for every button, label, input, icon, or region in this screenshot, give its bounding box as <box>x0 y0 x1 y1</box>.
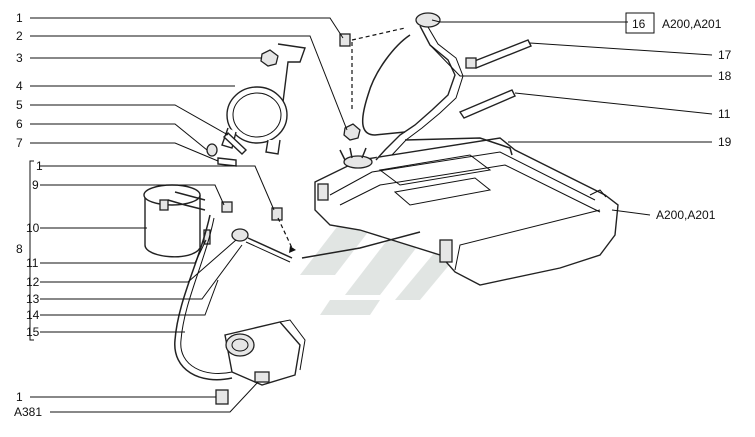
cable-tie-11 <box>458 89 516 119</box>
code-a381: A381 <box>14 405 42 419</box>
callout-16: 16 <box>632 17 646 31</box>
tank-return-line <box>301 231 421 259</box>
callout-6: 6 <box>16 117 23 131</box>
callout-10: 10 <box>26 221 40 235</box>
callout-5: 5 <box>16 98 23 112</box>
throttle-body <box>224 319 306 386</box>
callout-8: 8 <box>16 242 23 256</box>
fuel-tank <box>314 137 619 286</box>
callout-12: 12 <box>26 275 40 289</box>
leader-lines <box>29 17 348 413</box>
clip-bottom <box>215 389 229 405</box>
cable-tie-17 <box>465 39 532 69</box>
callout-14: 14 <box>26 308 40 322</box>
code-top-right: A200,A201 <box>662 17 722 31</box>
feed-hose <box>247 237 293 259</box>
clip-top <box>339 33 351 47</box>
callout-9: 9 <box>32 178 39 192</box>
callout-4: 4 <box>16 79 23 93</box>
callout-15: 15 <box>26 325 40 339</box>
connector-12 <box>231 228 249 242</box>
callout-11-left: 11 <box>26 256 39 270</box>
leader-lines-right <box>429 12 713 216</box>
callout-17: 17 <box>718 48 732 62</box>
code-tank: A200,A201 <box>656 208 716 222</box>
callout-11-right: 11 <box>718 107 731 121</box>
breather-line <box>404 137 513 156</box>
feed-hose-edge <box>245 241 291 263</box>
nut-2 <box>343 123 361 141</box>
callout-3: 3 <box>16 51 23 65</box>
bolt-7 <box>217 157 237 167</box>
screw-5 <box>222 132 248 155</box>
callout-13: 13 <box>26 292 40 306</box>
clamp-9 <box>221 201 233 213</box>
clip-1-mid <box>271 207 283 221</box>
callout-18: 18 <box>718 69 732 83</box>
vent-hose <box>361 34 411 136</box>
callout-1-bottom: 1 <box>16 390 23 404</box>
locator-dash-top2 <box>351 27 406 41</box>
pump-sender-unit <box>339 147 373 169</box>
callout-1-top: 1 <box>16 11 23 25</box>
filler-neck <box>375 12 464 161</box>
locator-arrow <box>289 246 296 253</box>
washer-6 <box>206 143 218 157</box>
fuel-filter <box>143 184 206 258</box>
nut-3 <box>260 49 279 67</box>
callout-19: 19 <box>718 135 732 149</box>
callout-2: 2 <box>16 29 23 43</box>
locator-dash-mid <box>277 217 293 249</box>
supply-hose-edge <box>180 217 233 374</box>
callout-7: 7 <box>16 136 23 150</box>
supply-hose <box>174 214 233 381</box>
callout-1-mid: 1 <box>36 159 43 173</box>
